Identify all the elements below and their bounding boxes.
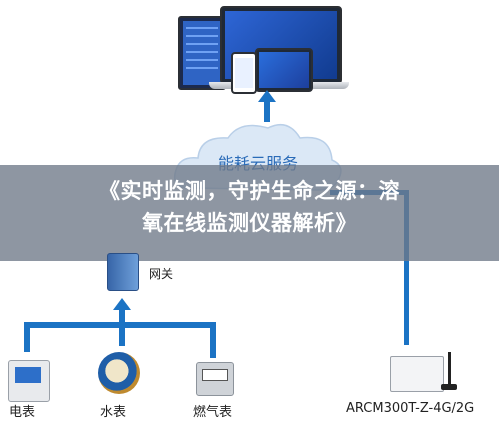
electric-drop-line	[24, 322, 30, 352]
gas-meter-label: 燃气表	[193, 405, 233, 420]
water-drop-line	[119, 322, 125, 346]
gas-meter-icon	[196, 362, 234, 396]
water-meter-label: 水表	[100, 405, 127, 420]
gateway-device	[107, 253, 139, 291]
smartphone	[231, 52, 257, 94]
arcm-device-icon	[390, 356, 444, 392]
gateway-label: 网关	[149, 267, 174, 281]
tablet	[255, 48, 313, 92]
antenna-base	[441, 384, 457, 390]
antenna-icon	[448, 352, 451, 388]
device-link-arrow	[258, 90, 276, 102]
water-meter-icon	[98, 352, 140, 394]
desktop-monitor	[178, 16, 226, 90]
title-banner	[0, 165, 499, 261]
banner-title-line2: 氧在线监测仪器解析》	[142, 212, 357, 235]
banner-title: 《实时监测，守护生命之源：溶 氧在线监测仪器解析》	[0, 176, 499, 240]
gateway-arrow	[113, 298, 131, 310]
banner-title-line1: 《实时监测，守护生命之源：溶	[99, 180, 400, 203]
gas-drop-line	[210, 322, 216, 358]
arcm-uplink-line	[404, 195, 409, 345]
gateway-riser-line	[119, 308, 125, 325]
electric-meter-icon	[8, 360, 50, 402]
arcm-model-label: ARCM300T-Z-4G/2G	[346, 401, 475, 416]
device-link-line	[264, 100, 270, 122]
electric-meter-label: 电表	[9, 405, 36, 420]
